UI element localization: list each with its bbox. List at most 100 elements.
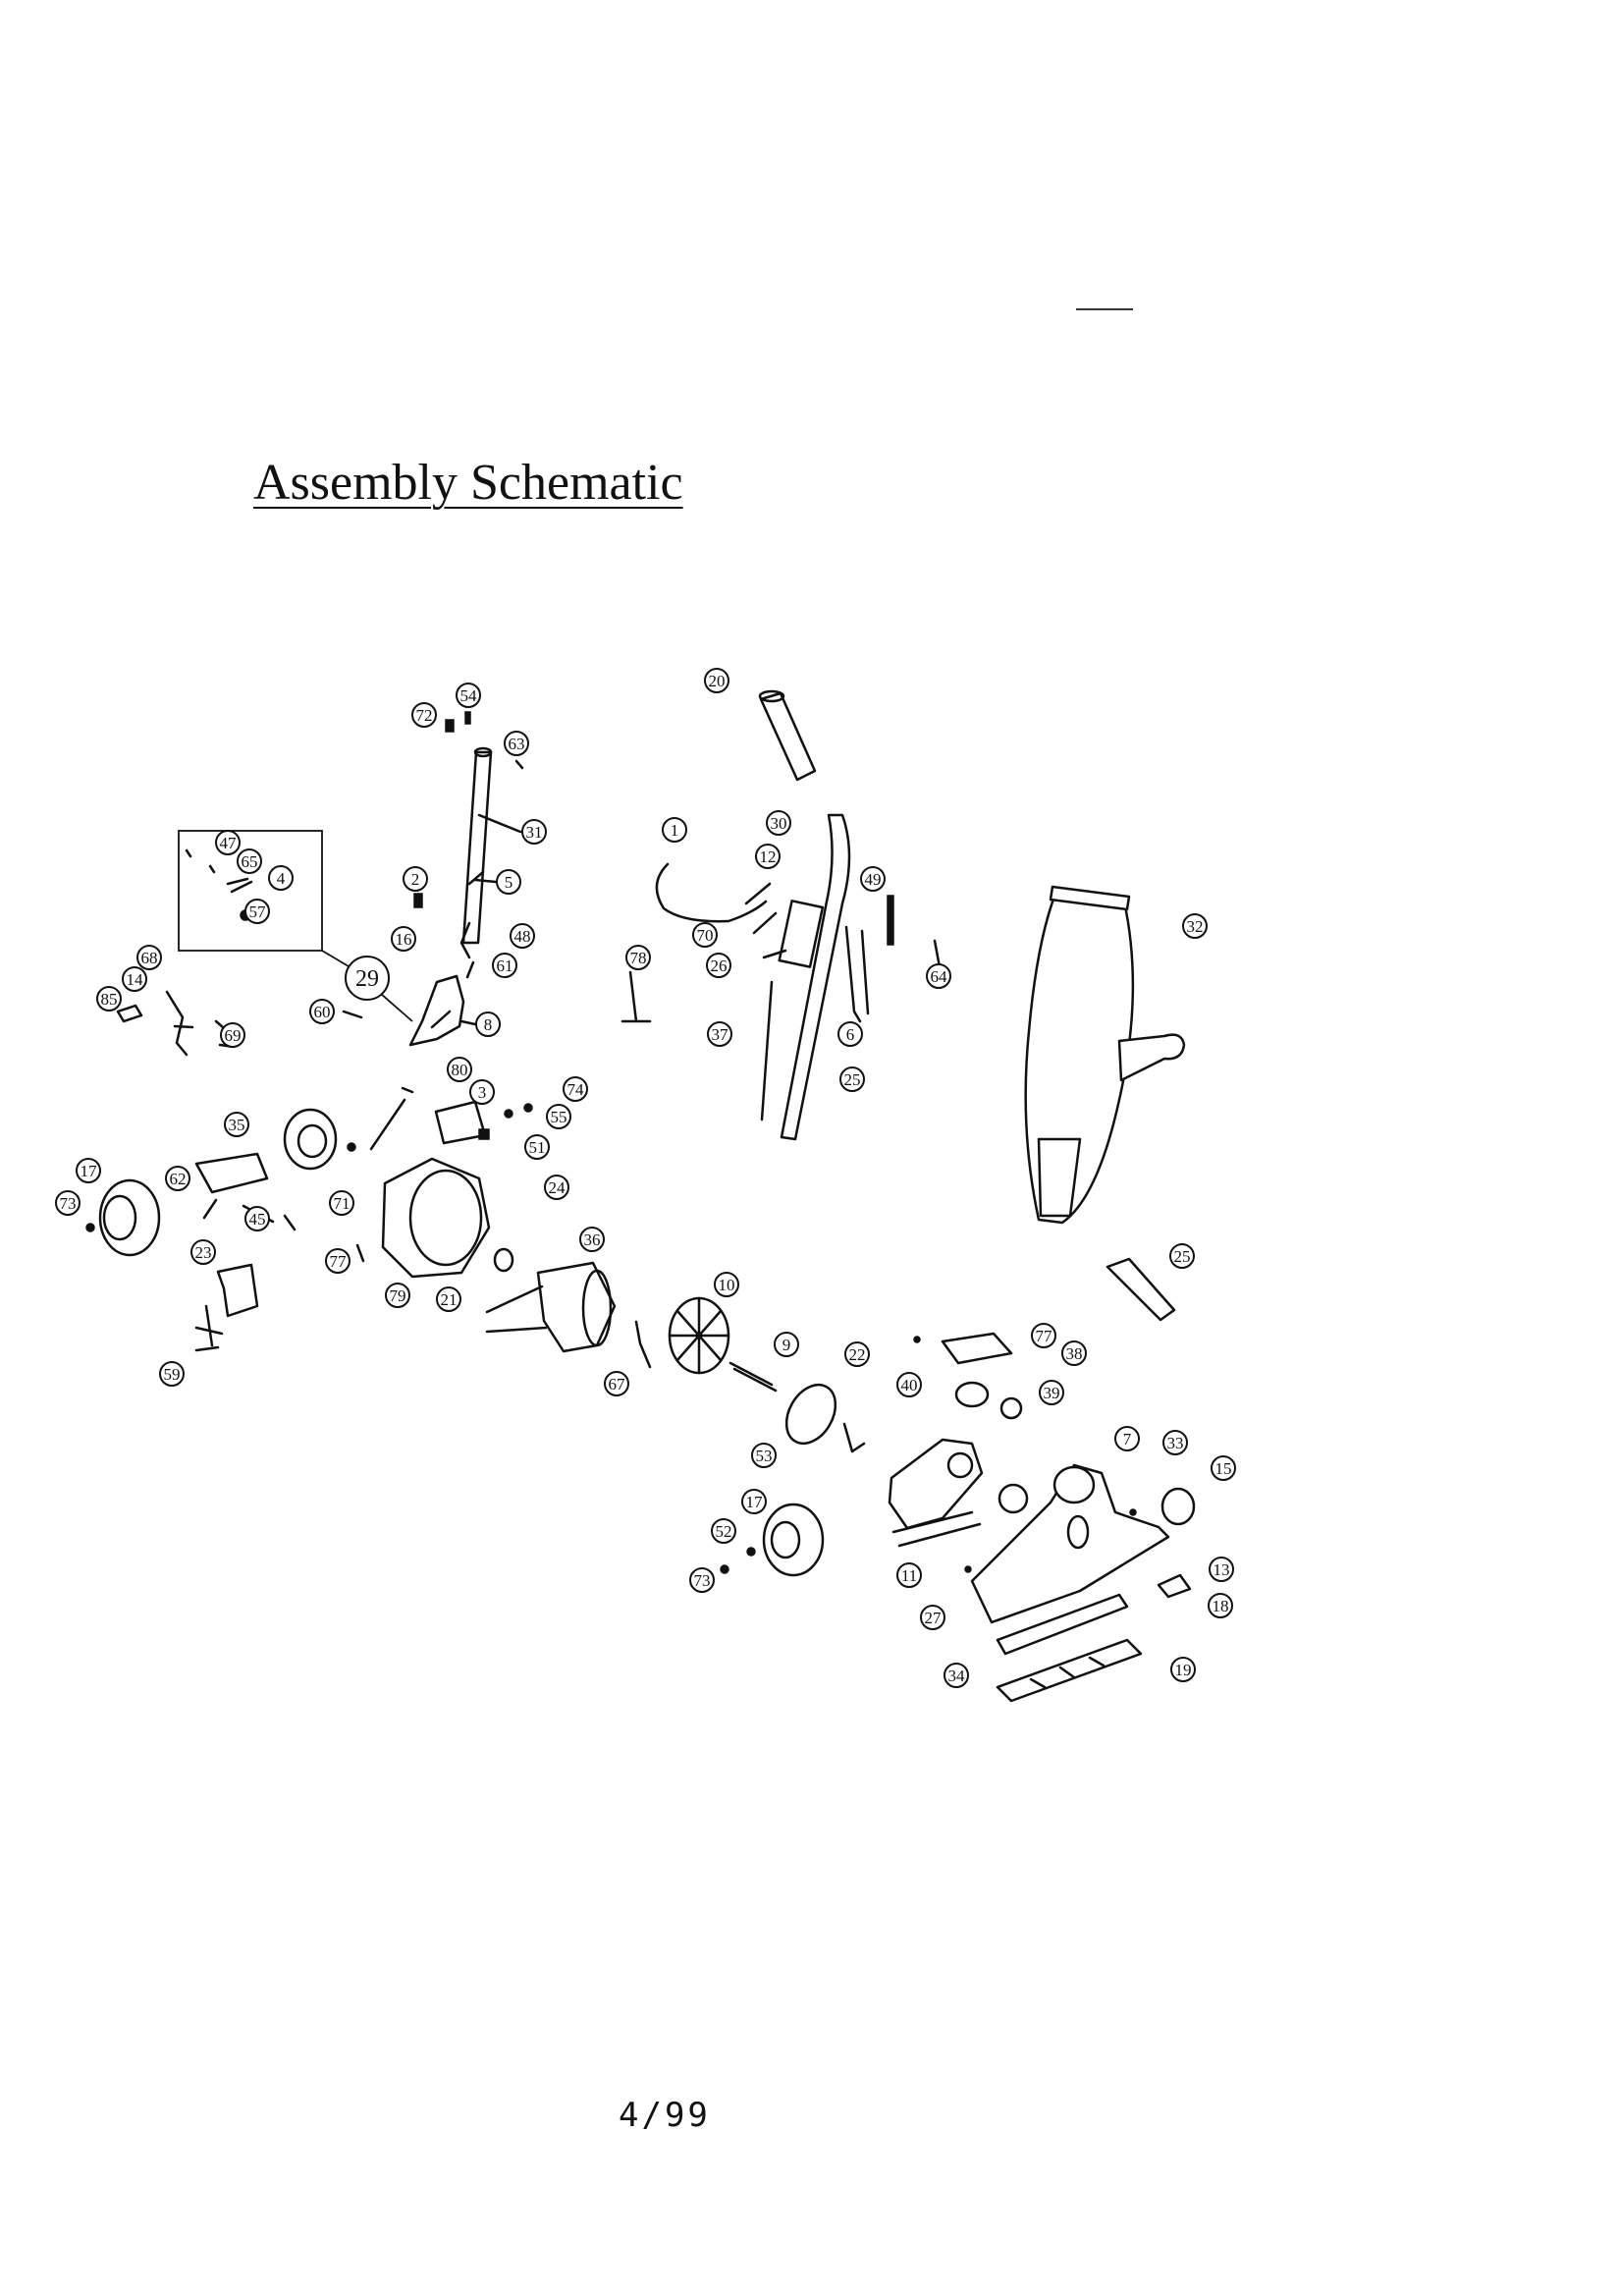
callout-circle <box>1114 1426 1140 1451</box>
callout-number: 10 <box>719 1276 735 1294</box>
callout-circle <box>741 1489 767 1514</box>
part-callout-79: 79 <box>385 1283 410 1308</box>
callout-number: 40 <box>901 1376 918 1394</box>
part-callout-73: 73 <box>689 1567 715 1593</box>
callout-circle <box>704 668 729 693</box>
callout-number: 65 <box>242 852 258 871</box>
callout-circle <box>563 1076 588 1102</box>
callout-number: 63 <box>509 735 525 753</box>
callout-circle <box>755 844 781 869</box>
part-callout-71: 71 <box>329 1190 354 1216</box>
callout-circle <box>220 1022 245 1048</box>
callout-circle <box>237 848 262 874</box>
callout-circle <box>1182 913 1208 939</box>
callout-circle <box>714 1272 739 1297</box>
part-callout-54: 54 <box>456 683 481 708</box>
part-pulley <box>954 1381 1023 1420</box>
callout-number: 55 <box>551 1108 567 1126</box>
callout-circle <box>711 1518 736 1544</box>
callout-circle <box>774 1332 799 1357</box>
part-callout-8: 8 <box>475 1011 501 1037</box>
sub-assembly-group-box <box>178 830 323 952</box>
page-number: 4/99 <box>619 2096 711 2135</box>
callout-circle <box>244 899 270 924</box>
callout-number: 80 <box>452 1061 468 1079</box>
callout-circle <box>447 1057 472 1082</box>
callout-number: 3 <box>478 1083 487 1102</box>
part-callout-47: 47 <box>215 830 241 855</box>
callout-number: 12 <box>760 847 777 866</box>
part-callout-17: 17 <box>76 1158 101 1183</box>
callout-number: 9 <box>782 1336 791 1354</box>
part-callout-61: 61 <box>492 953 517 978</box>
page-title: Assembly Schematic <box>253 455 683 511</box>
callout-circle <box>268 865 294 891</box>
callout-number: 19 <box>1175 1661 1192 1679</box>
callout-number: 77 <box>330 1252 348 1271</box>
callout-number: 57 <box>249 902 267 921</box>
part-callout-39: 39 <box>1039 1380 1064 1405</box>
callout-number: 64 <box>931 967 948 986</box>
callout-number: 4 <box>277 869 286 888</box>
callout-circle <box>944 1663 969 1688</box>
callout-circle <box>860 866 886 892</box>
callout-circle <box>55 1190 81 1216</box>
callout-circle <box>707 1021 732 1047</box>
part-rear-wheel-right <box>720 1503 825 1577</box>
header-rule <box>1076 308 1133 310</box>
part-callout-4: 4 <box>268 865 294 891</box>
part-drive-belt <box>784 1383 837 1446</box>
callout-number: 33 <box>1167 1434 1184 1452</box>
part-callout-13: 13 <box>1209 1557 1234 1582</box>
callout-number: 11 <box>901 1566 917 1585</box>
group-callout-label: 29 <box>355 966 379 992</box>
part-belt-clip <box>842 1422 866 1453</box>
callout-number: 17 <box>746 1493 764 1511</box>
part-bumper-end <box>1157 1573 1192 1599</box>
callout-number: 8 <box>484 1015 493 1034</box>
callout-circle <box>391 926 416 952</box>
part-callout-24: 24 <box>544 1175 569 1200</box>
callout-circle <box>579 1227 605 1252</box>
callout-circle <box>839 1066 865 1092</box>
part-callout-52: 52 <box>711 1518 736 1544</box>
callout-circle <box>244 1206 270 1231</box>
callout-number: 45 <box>249 1210 266 1229</box>
part-nozzle-base <box>964 1463 1170 1624</box>
callout-number: 79 <box>390 1286 406 1305</box>
callout-circle <box>546 1104 571 1129</box>
part-callout-7: 7 <box>1114 1426 1140 1451</box>
part-callout-18: 18 <box>1208 1593 1233 1618</box>
part-callout-12: 12 <box>755 844 781 869</box>
callout-circle <box>165 1166 190 1191</box>
callout-number: 74 <box>567 1080 585 1099</box>
callout-circle <box>1170 1657 1196 1682</box>
callout-circle <box>920 1605 945 1630</box>
callout-number: 69 <box>225 1026 242 1045</box>
callout-number: 52 <box>716 1522 732 1541</box>
part-callout-63: 63 <box>504 731 529 756</box>
callout-circle <box>329 1190 354 1216</box>
part-callout-64: 64 <box>926 963 951 989</box>
callout-number: 73 <box>60 1194 77 1213</box>
callout-circle <box>1208 1593 1233 1618</box>
callout-number: 53 <box>756 1447 773 1465</box>
callout-number: 38 <box>1066 1344 1083 1363</box>
callout-number: 61 <box>497 957 513 975</box>
callout-number: 78 <box>630 949 647 967</box>
part-motor <box>485 1247 617 1353</box>
part-callout-17: 17 <box>741 1489 767 1514</box>
part-callout-62: 62 <box>165 1166 190 1191</box>
part-callout-10: 10 <box>714 1272 739 1297</box>
callout-circle <box>926 963 951 989</box>
part-callout-32: 32 <box>1182 913 1208 939</box>
part-upper-handle <box>655 813 851 1141</box>
part-rubber-ring <box>998 1483 1029 1514</box>
part-callout-6: 6 <box>837 1021 863 1047</box>
callout-circle <box>689 1567 715 1593</box>
part-callout-35: 35 <box>224 1112 249 1137</box>
part-callout-53: 53 <box>751 1443 777 1468</box>
part-callout-68: 68 <box>136 945 162 970</box>
part-fan <box>634 1296 730 1375</box>
